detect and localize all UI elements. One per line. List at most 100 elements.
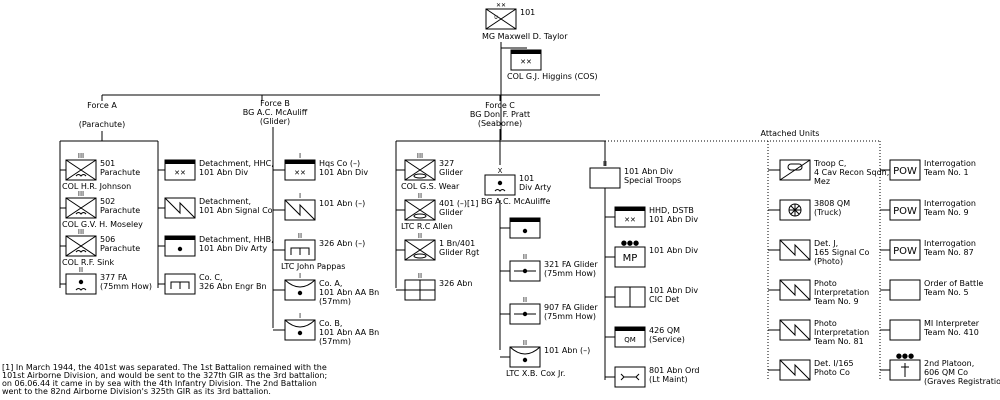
- unit-label: Glider: [439, 168, 464, 177]
- unit-label: 426 QM: [649, 326, 680, 335]
- unit-label: (75mm How): [544, 312, 596, 321]
- unit-commander: BG A.C. McAuliffe: [481, 197, 550, 206]
- unit-size-indicator: III: [78, 152, 84, 160]
- unit-label: 907 FA Glider: [544, 303, 598, 312]
- unit-size-indicator: II: [523, 253, 527, 261]
- unit-size-indicator: II: [79, 266, 83, 274]
- unit-label: Photo: [814, 279, 837, 288]
- unit-label: Interrogation: [924, 239, 976, 248]
- svg-text:✕✕: ✕✕: [294, 169, 306, 177]
- unit-label: Det. J,: [814, 239, 838, 248]
- unit-label: 101 Abn AA Bn: [319, 328, 379, 337]
- svg-text:MP: MP: [623, 253, 638, 264]
- unit-label: 101: [519, 174, 534, 183]
- unit-label: Parachute: [100, 206, 140, 215]
- unit-label: 502: [100, 197, 115, 206]
- force-b-header: Force B BG A.C. McAuliff (Glider): [243, 99, 308, 126]
- unit-commander: COL R.F. Sink: [62, 258, 114, 267]
- force-b-unit: ICo. B,101 Abn AA Bn(57mm): [273, 312, 379, 346]
- unit-label: Parachute: [100, 168, 140, 177]
- unit-label: 801 Abn Ord: [649, 366, 700, 375]
- unit-size-indicator: II: [418, 272, 422, 280]
- unit-label: (57mm): [319, 337, 351, 346]
- div-arty-unit: II 907 FA Glider(75mm How): [500, 296, 598, 325]
- unit-label: Parachute: [100, 244, 140, 253]
- unit-label: 326 Abn Engr Bn: [199, 282, 267, 291]
- unit-size-indicator: II: [523, 296, 527, 304]
- unit-label: 101 Abn (–): [544, 346, 590, 355]
- svg-text:✕✕: ✕✕: [496, 2, 506, 9]
- unit-size-indicator: I: [299, 152, 301, 160]
- svg-text:POW: POW: [893, 166, 917, 177]
- unit-label: 327: [439, 159, 454, 168]
- unit-label: 101 Abn Div: [624, 167, 673, 176]
- unit-size-indicator: II: [298, 232, 302, 240]
- unit-label: 326 Abn (–): [319, 239, 365, 248]
- unit-label: (75mm How): [100, 282, 152, 291]
- special-troops-unit: MP●●●101 Abn Div: [605, 239, 698, 268]
- svg-text:✕✕: ✕✕: [624, 216, 636, 224]
- unit-label: 101 Abn Div: [649, 286, 698, 295]
- division-commander: MG Maxwell D. Taylor: [482, 32, 568, 41]
- unit-label: Order of Battle: [924, 279, 983, 288]
- force-b-unit: ICo. A,101 Abn AA Bn(57mm): [273, 272, 379, 306]
- unit-size-indicator: ●●●: [621, 239, 639, 247]
- unit-label: Photo Co: [814, 368, 850, 377]
- unit-label: 506: [100, 235, 115, 244]
- unit-size-indicator: I: [299, 312, 301, 320]
- unit-size-indicator: X: [498, 167, 503, 175]
- unit-label: Interrogation: [924, 199, 976, 208]
- unit-label: Detachment,: [199, 197, 251, 206]
- special-troops-unit: 801 Abn Ord(Lt Maint): [605, 366, 700, 388]
- attached-units-title: Attached Units: [761, 129, 820, 138]
- unit-label: 101 Abn Div: [649, 215, 698, 224]
- unit-label: Team No. 5: [923, 288, 969, 297]
- force-c-title: Force C: [485, 101, 515, 110]
- force-a-title: Force A: [87, 101, 117, 110]
- svg-text:✕✕: ✕✕: [520, 58, 532, 66]
- unit-label: Div Arty: [519, 183, 552, 192]
- footnote-line-2: 101st Airborne Division, and would be se…: [2, 371, 327, 380]
- unit-size-indicator: I: [299, 192, 301, 200]
- unit-label: (75mm How): [544, 269, 596, 278]
- unit-label: Team No. 410: [923, 328, 979, 337]
- unit-label: Interpretation: [814, 288, 869, 297]
- footnote-line-1: [1] In March 1944, the 401st was separat…: [2, 363, 327, 372]
- force-a-header: Force A (Parachute): [79, 101, 125, 129]
- footnote: [1] In March 1944, the 401st was separat…: [2, 363, 327, 396]
- unit-label: Special Troops: [624, 176, 681, 185]
- unit-label: Mez: [814, 177, 830, 186]
- chief-of-staff-node: ✕✕ COL G.J. Higgins (COS): [507, 49, 598, 81]
- unit-commander: LTC R.C Allen: [401, 222, 453, 231]
- unit-label: 165 Signal Co: [814, 248, 870, 257]
- force-c-commander: BG Don F. Pratt: [470, 110, 530, 119]
- unit-label: 101 Abn Div: [319, 168, 368, 177]
- unit-label: Glider: [439, 208, 464, 217]
- unit-label: HHD, DSTB: [649, 206, 694, 215]
- unit-label: (Lt Maint): [649, 375, 688, 384]
- footnote-line-3: on 06.06.44 it came in by sea with the 4…: [2, 379, 317, 388]
- force-a-support-unit: Detachment,101 Abn Signal Co: [158, 197, 273, 219]
- unit-size-indicator: III: [78, 190, 84, 198]
- force-c-subtitle: (Seaborne): [478, 119, 522, 128]
- force-b-subtitle: (Glider): [260, 117, 290, 126]
- division-designation: 101: [520, 8, 535, 17]
- unit-label: Team No. 9: [813, 297, 859, 306]
- unit-commander: COL G.S. Wear: [401, 182, 460, 191]
- footnote-line-4: went to the 82nd Airborne Division's 325…: [2, 387, 271, 396]
- force-a-support-unit: ✕✕Detachment, HHC,101 Abn Div: [158, 159, 274, 181]
- unit-label: (Graves Registration): [924, 377, 1000, 386]
